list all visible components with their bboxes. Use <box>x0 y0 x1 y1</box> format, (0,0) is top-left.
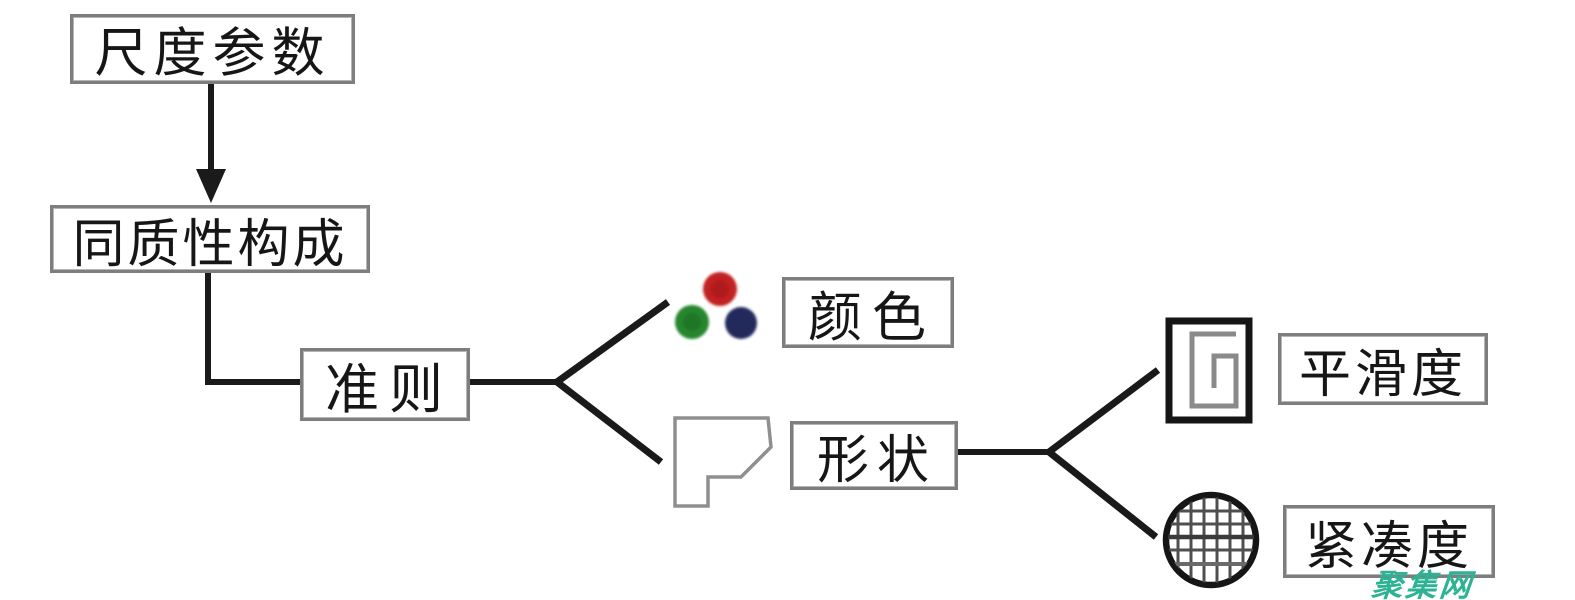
node-scale-parameter-label: 尺度参数 <box>94 25 331 83</box>
node-homogeneity-composition: 同质性构成 <box>50 205 370 274</box>
edge-shape-to-compactness <box>1046 449 1159 540</box>
spiral-path <box>1189 331 1239 409</box>
edge-homogeneity-to-criterion <box>205 273 300 385</box>
edge-criterion-to-shape <box>554 379 664 465</box>
node-criterion: 准则 <box>300 348 470 421</box>
node-compactness: 紧凑度 <box>1283 505 1495 578</box>
polygon-shape <box>673 416 773 508</box>
watermark-text: 聚集网 <box>1369 568 1476 600</box>
green-dot-core <box>683 313 701 331</box>
node-scale-parameter: 尺度参数 <box>70 14 355 84</box>
node-smoothness-label: 平滑度 <box>1298 346 1467 404</box>
blue-dot-icon <box>725 307 757 339</box>
node-smoothness: 平滑度 <box>1278 333 1488 405</box>
node-color-label: 颜色 <box>808 288 936 348</box>
square-spiral-icon <box>1165 317 1253 424</box>
polygon-outline-icon <box>673 416 773 508</box>
node-shape-label: 形状 <box>816 433 937 490</box>
node-color: 颜色 <box>782 277 954 348</box>
grid-circle-icon <box>1162 491 1260 589</box>
red-dot-core <box>711 280 729 298</box>
node-homogeneity-composition-label: 同质性构成 <box>72 216 348 274</box>
node-compactness-label: 紧凑度 <box>1304 519 1473 576</box>
node-shape: 形状 <box>790 421 958 490</box>
rgb-dots-icon <box>675 272 757 339</box>
edge-shape-to-smoothness <box>1046 367 1161 455</box>
node-criterion-label: 准则 <box>325 360 453 420</box>
edge-criterion-to-color <box>554 299 671 385</box>
arrowhead-down-icon <box>196 169 226 203</box>
